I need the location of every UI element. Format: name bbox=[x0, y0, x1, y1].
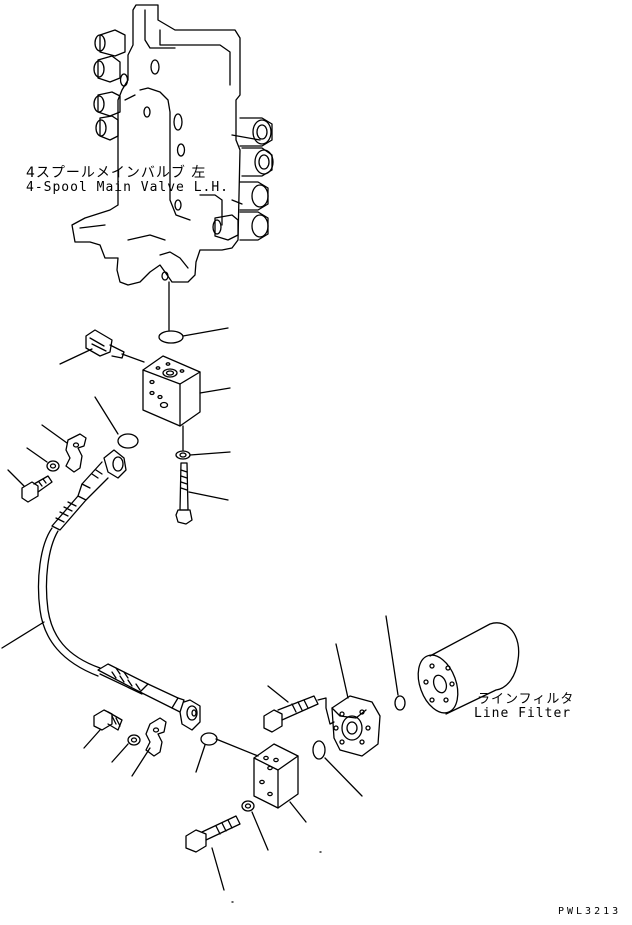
hose-upper-fitting bbox=[51, 449, 127, 531]
stray-marks bbox=[231, 851, 322, 903]
bolt-lower bbox=[83, 709, 123, 749]
hose-lower-fitting bbox=[97, 663, 201, 731]
manifold-block bbox=[142, 355, 231, 427]
drawing-number: PWL3213 bbox=[558, 906, 622, 917]
line-filter-cartridge bbox=[417, 622, 520, 715]
fitting-elbow bbox=[59, 329, 145, 365]
line-filter-label-jp: ラインフィルタ bbox=[477, 692, 575, 707]
main-valve-label-jp: 4スプールメインバルブ 左 bbox=[26, 165, 207, 181]
split-flange-lower bbox=[131, 717, 167, 777]
filter-head bbox=[331, 643, 381, 757]
bolt-filter-head bbox=[263, 685, 335, 733]
split-flange-upper bbox=[41, 424, 87, 473]
lower-block bbox=[253, 743, 307, 823]
o-ring-5 bbox=[385, 615, 406, 711]
washer-lower bbox=[111, 734, 141, 763]
o-ring-3 bbox=[195, 732, 259, 773]
hose bbox=[1, 527, 101, 677]
bolt-upper bbox=[7, 469, 53, 503]
o-ring-2 bbox=[94, 396, 139, 449]
washer-upper bbox=[26, 447, 60, 472]
washer-1 bbox=[175, 425, 231, 460]
main-valve-label-en: 4-Spool Main Valve L.H. bbox=[26, 180, 230, 195]
o-ring-1 bbox=[158, 281, 229, 344]
main-valve-body bbox=[71, 4, 274, 286]
bolt-block bbox=[185, 815, 241, 891]
washer-block bbox=[241, 800, 269, 851]
o-ring-4 bbox=[312, 740, 363, 797]
bolt-long bbox=[175, 462, 229, 525]
line-filter-label-en: Line Filter bbox=[474, 706, 572, 721]
